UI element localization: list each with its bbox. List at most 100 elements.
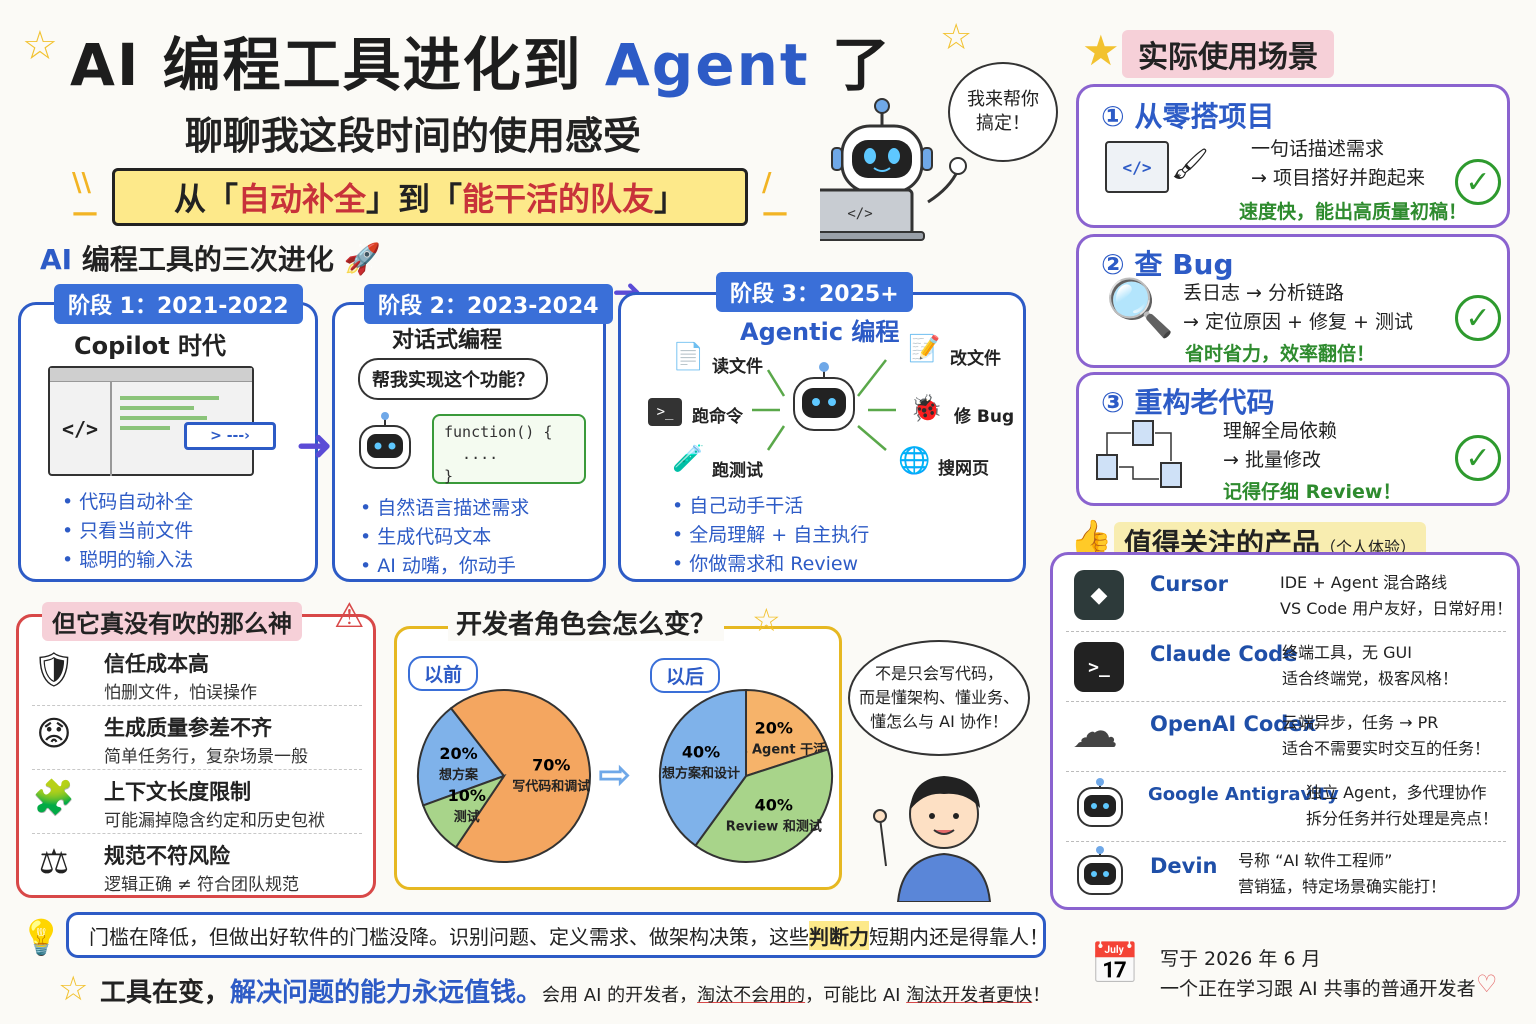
- list-item: 你做需求和 Review: [672, 550, 869, 579]
- product-desc-line: VS Code 用户友好，日常好用！: [1280, 598, 1513, 618]
- action-cmd: 跑命令: [692, 407, 743, 427]
- edit-icon: 📝: [908, 334, 941, 364]
- scene-number: ①: [1101, 100, 1125, 133]
- product-name: Claude Code: [1150, 642, 1298, 666]
- arrow-right-icon: ➜: [296, 420, 333, 471]
- scene-lines: 丢日志 → 分析链路 → 定位原因 + 修复 + 测试: [1183, 279, 1413, 338]
- product-desc: 独立 Agent，多代理协作 拆分任务并行处理是亮点！: [1306, 780, 1498, 831]
- pie-category-label: 想方案: [439, 767, 479, 783]
- scene-lines: 理解全局依赖 → 批量修改: [1223, 417, 1337, 476]
- warning-title: 规范不符风险: [104, 844, 230, 868]
- title-agent: Agent: [604, 31, 810, 99]
- pie-category-label: 指挥 Agent 干活: [721, 742, 826, 758]
- product-row-claude-code: >_ Claude Code 终端工具，无 GUI 适合终端党，极客风格！: [1066, 632, 1506, 702]
- sparkle-icon: /—: [762, 168, 788, 228]
- warning-title: 生成质量参差不齐: [104, 716, 272, 740]
- scene-line: → 批量修改: [1223, 449, 1321, 472]
- list-item: 代码自动补全: [62, 488, 193, 517]
- window-titlebar: [50, 368, 252, 382]
- pie-category-label: 想方案和设计: [662, 765, 740, 781]
- rocket-icon: 🚀: [343, 242, 381, 277]
- robot-icon: [1077, 846, 1123, 895]
- scene-note: 速度快，能出高质量初稿！: [1239, 201, 1468, 223]
- scene-title-text: 重构老代码: [1134, 386, 1275, 419]
- date-text: 写于 2026 年 6 月: [1160, 948, 1321, 970]
- warning-title: 信任成本高: [104, 652, 209, 676]
- pie-slice: [659, 688, 747, 847]
- scene-title: ① 从零搭项目: [1101, 95, 1274, 135]
- pie-slice: [421, 774, 507, 849]
- scene-line: 丢日志 → 分析链路: [1183, 282, 1344, 304]
- product-desc-line: 号称 “AI 软件工程师”: [1238, 851, 1393, 870]
- developer-avatar: [873, 776, 992, 902]
- product-desc: 云端异步，任务 → PR 适合不需要实时交互的任务！: [1282, 710, 1490, 761]
- product-desc-line: IDE + Agent 混合路线: [1280, 573, 1448, 592]
- headline-banner: 从「自动补全」到「能干活的队友」: [112, 168, 748, 226]
- code-line: function() {: [444, 423, 553, 441]
- scale-icon: ⚖: [38, 842, 70, 882]
- tip-text: 门槛在降低，但做出好软件的门槛没降。识别问题、定义需求、做架构决策，这些: [89, 924, 809, 949]
- thumbs-up-icon: 👍: [1070, 518, 1113, 558]
- list-item: 自然语言描述需求: [360, 494, 529, 523]
- pie-percent-label: 40%: [755, 795, 793, 814]
- action-edit: 改文件: [950, 349, 1001, 369]
- tip-highlight: 判断力: [809, 920, 869, 950]
- product-desc: 号称 “AI 软件工程师” 营销猛，特定场景确实能打！: [1238, 848, 1446, 899]
- star-icon: ☆: [940, 17, 973, 58]
- flask-icon: 🧪: [672, 444, 705, 474]
- products-card: [1050, 552, 1520, 910]
- calendar-icon: 📅: [1090, 941, 1140, 987]
- sparkle-icon: \\—: [72, 168, 98, 228]
- pie-category-label: Review 和测试: [726, 818, 822, 834]
- product-desc-line: 拆分任务并行处理是亮点！: [1306, 808, 1499, 828]
- heart-icon: ♡: [1476, 970, 1498, 998]
- warning-item: ⚖ 规范不符风险 逻辑正确 ≠ 符合团队规范: [32, 836, 362, 898]
- banner-highlight: 自动补全: [237, 180, 366, 218]
- stage-1-bullets: 代码自动补全 只看当前文件 聪明的输入法: [62, 488, 193, 575]
- robot-icon: [1077, 778, 1123, 827]
- autocomplete-suggestion: > ---›: [184, 422, 276, 450]
- pie-percent-label: 10%: [448, 786, 486, 805]
- code-icon: </>: [50, 382, 112, 476]
- product-desc: IDE + Agent 混合路线 VS Code 用户友好，日常好用！: [1280, 570, 1512, 621]
- robot-icon: [359, 412, 411, 469]
- arrow-right-icon: ⇨: [598, 752, 632, 798]
- scene-line: 一句话描述需求: [1251, 138, 1385, 160]
- before-label: 以前: [408, 656, 479, 691]
- warning-sub: 怕删文件，怕误操作: [104, 683, 257, 703]
- scene-number: ③: [1101, 386, 1125, 419]
- product-desc-line: 独立 Agent，多代理协作: [1306, 783, 1487, 802]
- pie-percent-label: 20%: [439, 744, 477, 763]
- check-icon: ✓: [1455, 159, 1501, 205]
- product-name: Google Antigravity: [1148, 784, 1339, 805]
- scene-note: 记得仔细 Review！: [1223, 481, 1402, 503]
- warning-icon: ⚠: [334, 596, 365, 636]
- code-line: ....: [444, 444, 499, 463]
- evolution-title-ai: AI: [40, 243, 73, 276]
- pie-slice: [694, 748, 833, 863]
- warning-sub: 逻辑正确 ≠ 符合团队规范: [104, 875, 300, 895]
- product-name: OpenAI Codex: [1150, 712, 1317, 736]
- cloud-icon: ☁: [1072, 704, 1118, 758]
- scene-title: ② 查 Bug: [1101, 243, 1234, 283]
- terminal-icon: >_: [1074, 642, 1124, 692]
- pie-slice: [449, 689, 591, 863]
- stage-3-tag: 阶段 3：2025+: [716, 272, 913, 312]
- list-item: 只看当前文件: [62, 517, 193, 546]
- roles-title: 开发者角色会怎么变？: [448, 604, 725, 641]
- warning-item: 😟 生成质量参差不齐 简单任务行，复杂场景一般: [32, 708, 362, 770]
- closing-text: ！: [1032, 985, 1051, 1006]
- banner-text: 」: [654, 180, 687, 218]
- closing-line: 工具在变，解决问题的能力永远值钱。会用 AI 的开发者，淘汰不会用的，可能比 A…: [100, 972, 1050, 1009]
- document-icon: 📄: [672, 342, 705, 372]
- pie-percent-label: 20%: [755, 719, 793, 738]
- product-desc-line: 适合不需要实时交互的任务！: [1282, 738, 1491, 758]
- author-text: 一个正在学习跟 AI 共事的普通开发者: [1160, 978, 1476, 1000]
- star-icon: ☆: [752, 601, 781, 639]
- banner-text: 」到「: [365, 180, 462, 218]
- robot-laptop-illustration: </>: [820, 98, 967, 241]
- tip-text: 短期内还是得靠人！: [869, 924, 1049, 949]
- scene-title-text: 查 Bug: [1134, 248, 1234, 281]
